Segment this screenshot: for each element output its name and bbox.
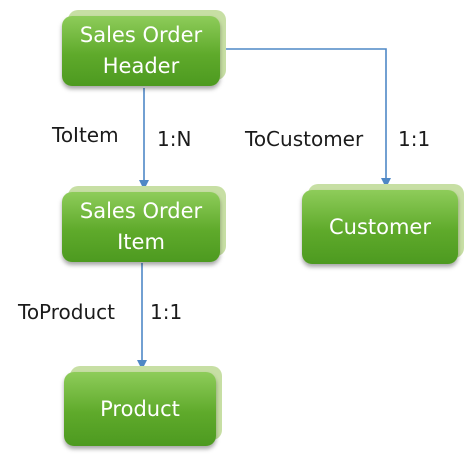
relation-name-to-item: ToItem — [52, 123, 119, 147]
relation-name-to-product: ToProduct — [18, 300, 115, 324]
node-customer-label: Customer — [302, 190, 458, 264]
relation-name-to-customer: ToCustomer — [245, 127, 364, 151]
node-product[interactable]: Product — [64, 366, 222, 446]
node-customer[interactable]: Customer — [302, 184, 464, 264]
node-sales-order-header[interactable]: Sales Order Header — [62, 10, 226, 86]
relation-cardinality-to-product: 1:1 — [150, 300, 183, 324]
node-sales-order-item[interactable]: Sales Order Item — [62, 186, 226, 262]
relation-cardinality-to-customer: 1:1 — [398, 127, 431, 151]
connector-header-to-customer — [218, 48, 391, 188]
node-product-label: Product — [64, 372, 216, 446]
node-sales-order-item-label: Sales Order Item — [62, 192, 220, 262]
node-sales-order-header-label: Sales Order Header — [62, 16, 220, 86]
relation-cardinality-to-item: 1:N — [157, 127, 192, 151]
